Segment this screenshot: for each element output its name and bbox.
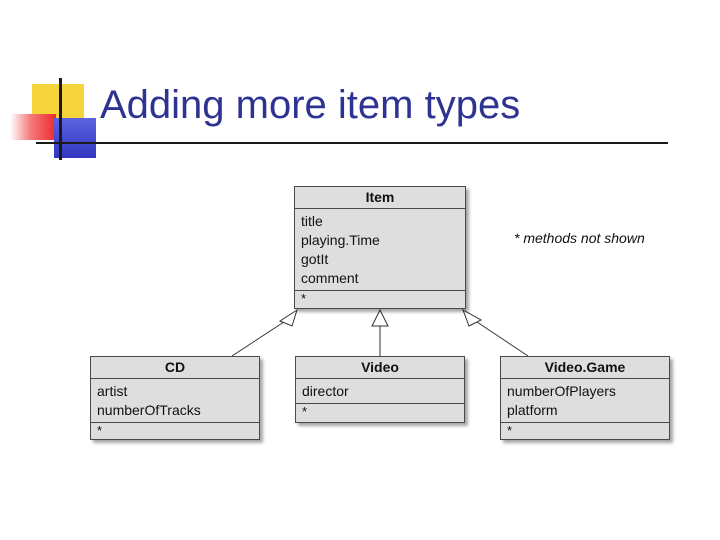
title-underline-rule [36, 142, 668, 144]
class-item: Item title playing.Time gotIt comment * [294, 186, 466, 309]
decor-vertical-rule [59, 78, 62, 160]
class-name: Video.Game [501, 357, 669, 379]
connector-cd-item [231, 317, 291, 357]
attribute: gotIt [301, 251, 329, 267]
class-video: Video director * [295, 356, 465, 423]
class-videogame: Video.Game numberOfPlayers platform * [500, 356, 670, 440]
attribute: director [302, 383, 349, 399]
class-cd: CD artist numberOfTracks * [90, 356, 260, 440]
method-compartment: * [302, 404, 308, 419]
attribute-compartment: director [296, 379, 464, 404]
attribute-compartment: artist numberOfTracks [91, 379, 259, 423]
attribute: playing.Time [301, 232, 380, 248]
attribute-compartment: numberOfPlayers platform [501, 379, 669, 423]
method-compartment: * [97, 423, 103, 438]
method-compartment: * [301, 291, 307, 306]
attribute: title [301, 213, 323, 229]
attribute: numberOfTracks [97, 402, 201, 418]
class-name: Video [296, 357, 464, 379]
decor-red-bar [10, 114, 56, 140]
generalization-arrow-video [371, 308, 389, 327]
attribute: artist [97, 383, 128, 399]
diagram-note: * methods not shown [514, 230, 645, 246]
class-name: CD [91, 357, 259, 379]
attribute-compartment: title playing.Time gotIt comment [295, 209, 465, 291]
attribute: platform [507, 402, 558, 418]
class-name: Item [295, 187, 465, 209]
attribute: comment [301, 270, 359, 286]
method-compartment: * [507, 423, 513, 438]
connector-videogame-item [470, 317, 529, 357]
generalization-arrow-videogame [462, 308, 483, 327]
attribute: numberOfPlayers [507, 383, 616, 399]
slide-title: Adding more item types [100, 83, 521, 127]
generalization-arrow-cd [278, 308, 298, 327]
